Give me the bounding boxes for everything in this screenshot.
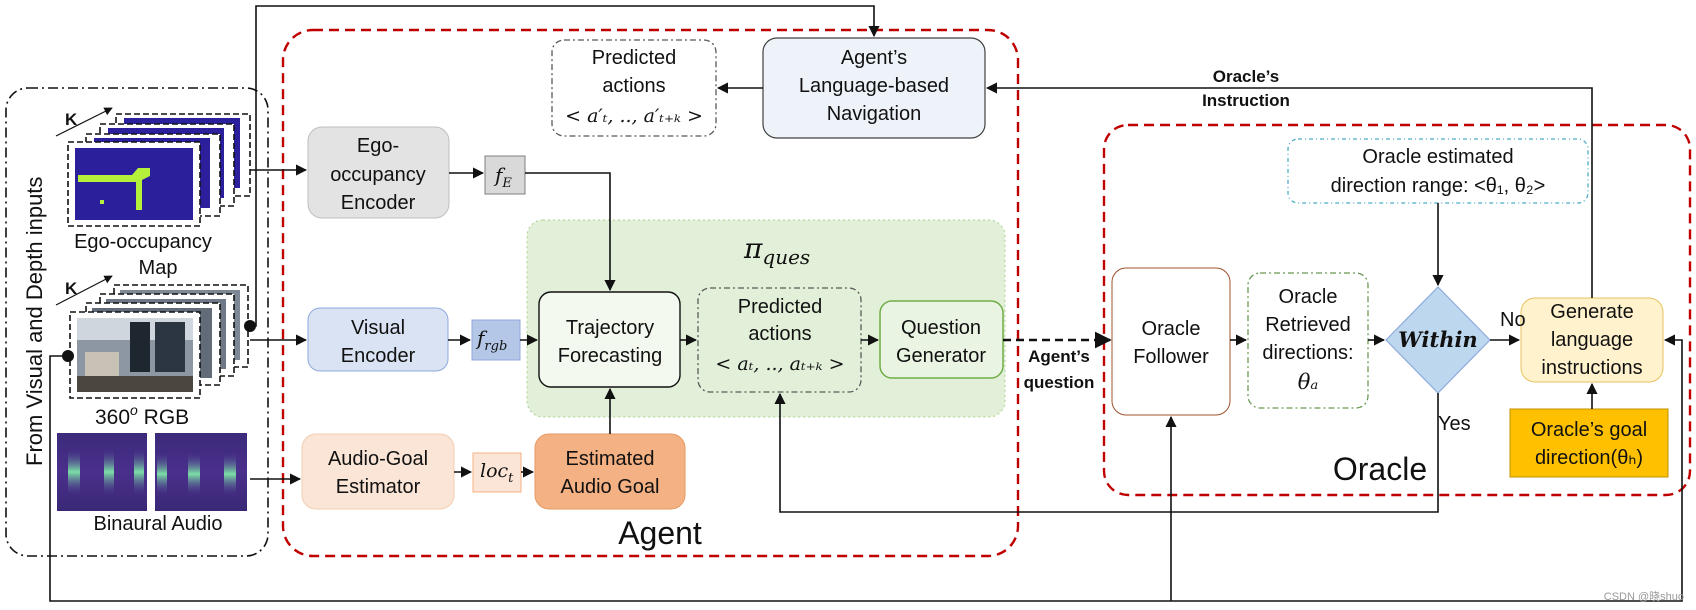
ego-encoder-line-1: Ego- [357, 135, 399, 157]
binaural-audio-spectrograms [57, 433, 247, 511]
agent-question-label-1: Agent’s [1028, 347, 1090, 366]
binaural-audio-label: Binaural Audio [94, 513, 223, 535]
rgb-label-prefix: 360 [95, 406, 130, 429]
trajectory-line-2: Forecasting [558, 345, 663, 367]
watermark: CSDN @晓shuo [1603, 591, 1684, 603]
loc-t-base: loc [480, 460, 509, 482]
pi-ques-label: πques [743, 232, 810, 269]
language-nav-line-3: Navigation [827, 103, 922, 125]
oracle-follower [1111, 267, 1231, 416]
k-label-rgb: K [65, 279, 78, 298]
ego-map-stack [67, 113, 251, 227]
agent-region [281, 28, 1020, 558]
generate-line-3: instructions [1541, 357, 1642, 379]
trajectory-line-1: Trajectory [566, 317, 654, 339]
k-arrow-rgb [55, 275, 113, 306]
edge-within-yes-feedback [774, 392, 1439, 513]
direction-range-line-2: direction range: <θ₁, θ₂> [1331, 175, 1546, 197]
edge-oracle-instruction [985, 82, 1593, 298]
generate-line-1: Generate [1550, 301, 1633, 323]
pi-ques-base: π [743, 232, 763, 265]
goal-direction-line-2: direction(θₕ) [1535, 447, 1643, 469]
oracle-retrieved-symbol: θₐ [1298, 370, 1319, 394]
predicted-actions-formula: < aₜ, .., aₜ₊ₖ > [715, 353, 844, 375]
rgb-stack [69, 284, 249, 399]
direction-range-line-1: Oracle estimated [1362, 146, 1513, 168]
ego-map-label-1: Ego-occupancy [74, 231, 212, 253]
yes-label: Yes [1438, 413, 1471, 435]
predicted-actions-top-formula: < a′ₜ, .., a′ₜ₊ₖ > [565, 105, 703, 127]
pi-ques-sub: ques [762, 245, 810, 269]
generate-line-2: language [1551, 329, 1633, 351]
no-label: No [1500, 309, 1526, 331]
f-rgb-sub: rgb [484, 339, 507, 354]
visual-encoder-line-1: Visual [351, 317, 405, 339]
oracle-retrieved-line-3: directions: [1262, 342, 1353, 364]
ego-encoder-line-2: occupancy [330, 164, 426, 186]
rgb-label: 360o RGB [95, 402, 189, 429]
predicted-actions-top-line-1: Predicted [592, 47, 677, 69]
k-label-map: K [65, 110, 78, 129]
loc-t-feature [472, 452, 522, 493]
f-e-sub: E [501, 176, 512, 191]
within-label: Within [1398, 327, 1477, 352]
oracle-follower-line-1: Oracle [1142, 318, 1201, 340]
estimated-goal-line-1: Estimated [566, 448, 655, 470]
estimated-goal-line-2: Audio Goal [561, 476, 660, 498]
oracle-instruction-label-2: Instruction [1202, 91, 1290, 110]
rgb-label-sup: o [130, 402, 138, 418]
inputs-side-title: From Visual and Depth inputs [22, 177, 47, 466]
loc-t-sub: t [508, 471, 514, 486]
agent-question-label-2: question [1024, 373, 1095, 392]
question-generator-line-1: Question [901, 317, 981, 339]
edge-rgb-to-oracle-loop [49, 334, 1683, 602]
predicted-actions-top-box [551, 39, 717, 137]
visual-encoder-line-2: Encoder [341, 345, 416, 367]
oracle-retrieved-line-1: Oracle [1279, 286, 1338, 308]
agent-region-label: Agent [618, 515, 702, 551]
predicted-actions-top-line-2: actions [602, 75, 665, 97]
k-arrow-map [55, 107, 113, 137]
audio-estimator-line-1: Audio-Goal [328, 448, 428, 470]
inputs-region [5, 87, 269, 557]
f-e-feature [484, 155, 526, 195]
oracle-region [1102, 123, 1692, 497]
loc-t-label: loct [480, 460, 514, 486]
trajectory-forecasting [538, 291, 681, 388]
svg-text:360o RGB: 360o RGB [95, 402, 189, 429]
language-nav-line-2: Language-based [799, 75, 949, 97]
rgb-label-suffix: RGB [138, 406, 189, 429]
edge-fe-to-trajectory [525, 172, 616, 292]
language-nav-line-1: Agent’s [841, 47, 907, 69]
audio-estimator-line-2: Estimator [336, 476, 421, 498]
ego-map-label-2: Map [139, 257, 178, 279]
oracle-instruction-label-1: Oracle’s [1213, 67, 1279, 86]
oracle-region-label: Oracle [1333, 451, 1427, 487]
oracle-follower-line-2: Follower [1133, 346, 1209, 368]
goal-direction-line-1: Oracle’s goal [1531, 419, 1647, 441]
ego-encoder-line-3: Encoder [341, 192, 416, 214]
question-generator-line-2: Generator [896, 345, 986, 367]
predicted-actions-line-2: actions [748, 323, 811, 345]
oracle-retrieved-line-2: Retrieved [1265, 314, 1351, 336]
predicted-actions-line-1: Predicted [738, 296, 823, 318]
junction-dot-right [244, 320, 256, 332]
junction-dot-left [62, 350, 74, 362]
goal-direction-box [1509, 408, 1669, 478]
